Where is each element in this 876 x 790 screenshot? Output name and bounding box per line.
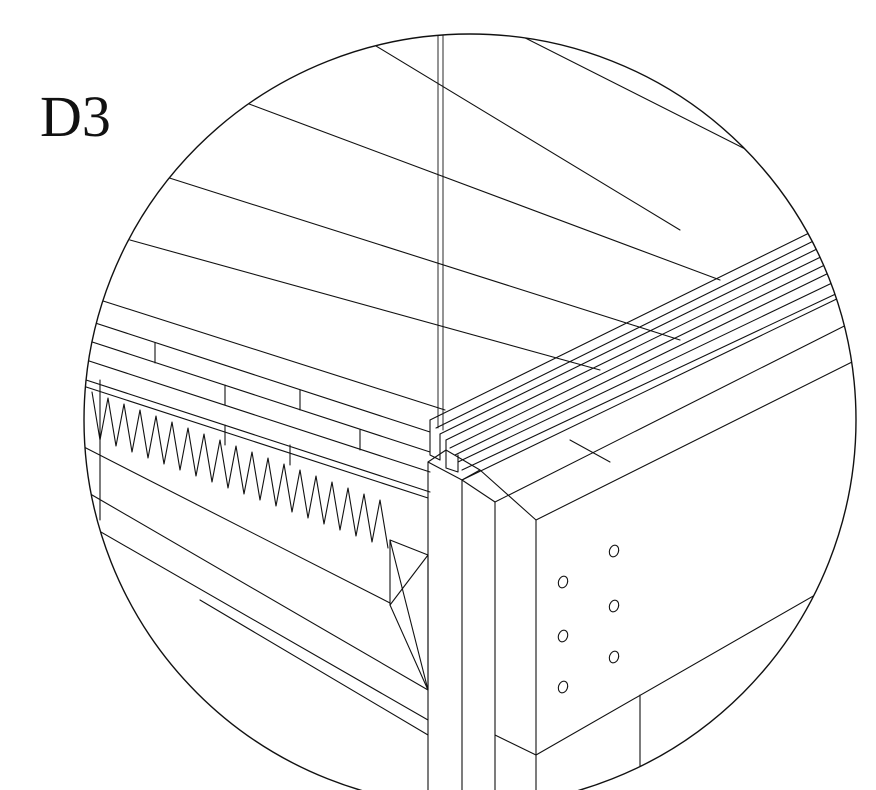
timber-block [389, 539, 429, 691]
gutter-profile [429, 199, 856, 473]
detail-label: D3 [40, 84, 111, 149]
brick-wall [84, 317, 431, 493]
detail-circle [83, 33, 857, 790]
wall-lower-plane [84, 379, 429, 736]
roof-deck-boards [99, 34, 856, 411]
vertical-rod [437, 34, 444, 431]
corner-post [427, 449, 537, 790]
side-beam [461, 279, 856, 790]
insulation-batt [84, 384, 429, 604]
bolt-holes [557, 544, 620, 694]
